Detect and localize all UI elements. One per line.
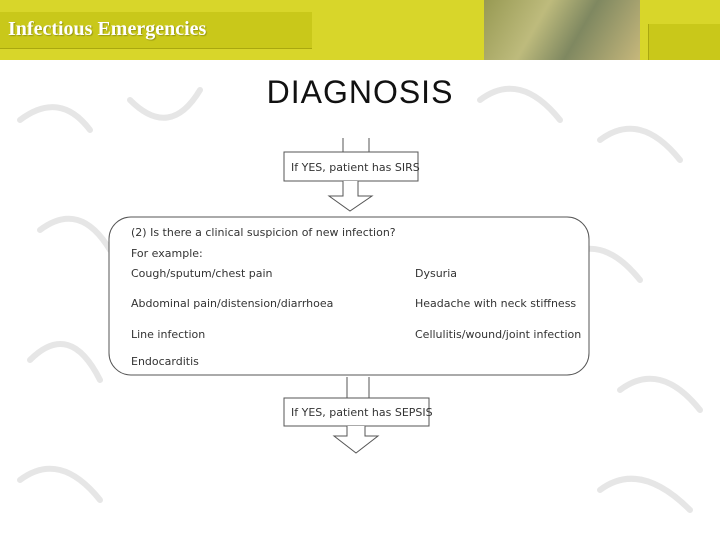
background-texture — [17, 85, 703, 513]
header-title-box — [0, 12, 312, 49]
header-photo — [484, 0, 640, 60]
question-box — [108, 216, 590, 376]
question-text: (2) Is there a clinical suspicion of new… — [131, 226, 396, 239]
example-left-1: Cough/sputum/chest pain — [131, 267, 273, 280]
arrow-question-to-sepsis — [346, 377, 370, 399]
example-left-4: Endocarditis — [131, 355, 199, 368]
example-right-2: Headache with neck stiffness — [415, 297, 577, 310]
example-right-3: Cellulitis/wound/joint infection — [415, 328, 582, 341]
header-accent-box — [648, 24, 720, 60]
slide-title: DIAGNOSIS — [266, 74, 454, 110]
sepsis-box — [283, 397, 430, 427]
sirs-box — [283, 151, 419, 182]
sirs-box-label: If YES, patient has SIRS — [291, 161, 420, 174]
sepsis-box-label: If YES, patient has SEPSIS — [291, 406, 433, 419]
example-left-3: Line infection — [131, 328, 206, 341]
header-title: Infectious Emergencies — [8, 18, 207, 40]
arrow-top — [342, 138, 370, 153]
example-right-1: Dysuria — [415, 267, 458, 280]
arrow-sirs-to-question — [327, 181, 374, 212]
example-intro: For example: — [131, 247, 203, 260]
arrow-bottom — [332, 426, 380, 454]
example-left-2: Abdominal pain/distension/diarrhoea — [131, 297, 334, 310]
